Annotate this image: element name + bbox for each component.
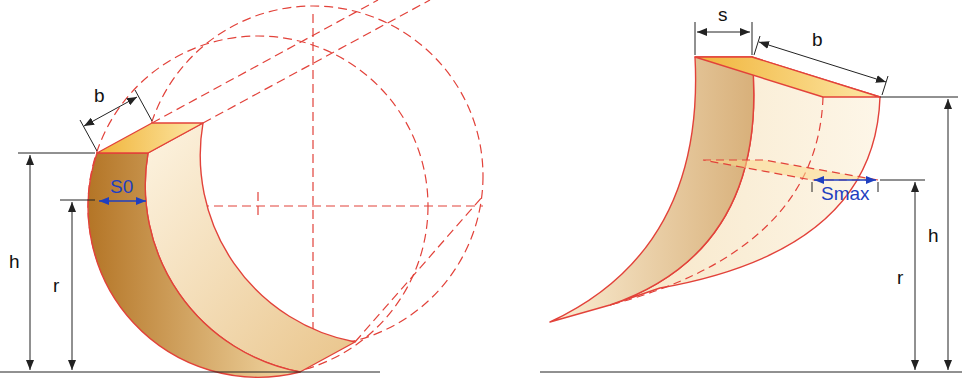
crescent-shell-left [88, 123, 355, 377]
dimension-label: b [812, 30, 823, 50]
dimension-label: b [94, 86, 105, 106]
dimension-label: r [53, 276, 59, 296]
wall-thickness-dimension [99, 200, 146, 201]
dimension-lines-left [0, 90, 380, 372]
hidden-edges-right [610, 97, 878, 305]
dimension-lines-right [540, 22, 962, 372]
max-thickness-dimension [814, 179, 876, 180]
dimension-label: h [928, 226, 939, 246]
crescent-shell-right [550, 57, 880, 322]
dimension-label: h [9, 252, 20, 272]
dimension-label: Smax [821, 184, 870, 204]
dimension-label: r [897, 268, 903, 288]
dimension-label: S0 [110, 177, 133, 197]
dimension-label: s [718, 5, 728, 25]
